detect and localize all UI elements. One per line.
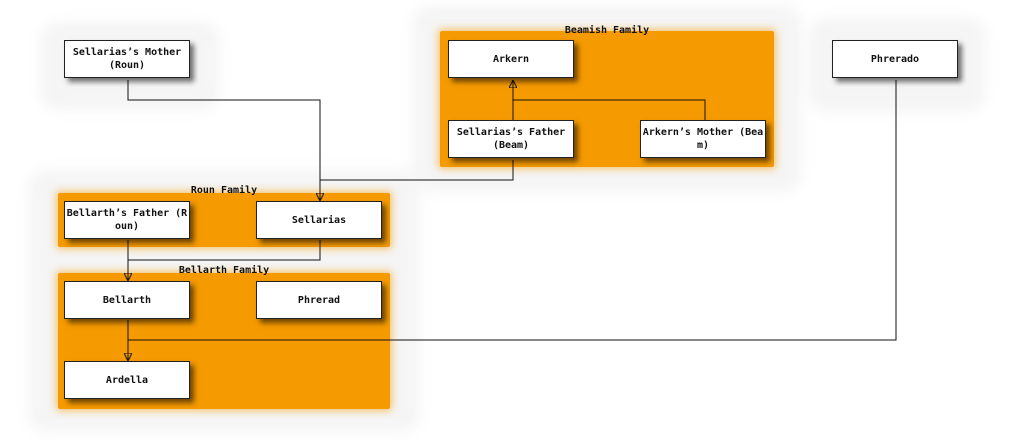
group-label-bellarth: Bellarth Family: [178, 265, 270, 276]
person-label: Phrerado: [870, 53, 920, 65]
person-sellarias[interactable]: Sellarias: [256, 201, 382, 239]
person-label: Arkern’s Mother (Beam): [642, 127, 764, 151]
person-label: Bellarth’s Father (Roun): [66, 208, 188, 232]
person-label: Ardella: [105, 374, 149, 386]
person-phrerado[interactable]: Phrerado: [832, 40, 958, 78]
person-arkern[interactable]: Arkern: [448, 40, 574, 78]
person-label: Sellarias: [291, 214, 347, 226]
group-label-beamish: Beamish Family: [564, 25, 650, 36]
edge-phrerado-to-ardella: [128, 80, 897, 341]
edge-arkern-mother-to-arkern: [513, 99, 706, 120]
person-sellarias-father[interactable]: Sellarias’s Father (Beam): [448, 120, 574, 158]
person-arkern-mother[interactable]: Arkern’s Mother (Beam): [640, 120, 766, 158]
edge-sellarias-father-to-sellarias: [320, 160, 514, 181]
group-label-roun: Roun Family: [190, 185, 258, 196]
person-label: Sellarias’s Father (Beam): [456, 127, 566, 151]
person-label: Bellarth: [102, 294, 152, 306]
person-label: Phrerad: [297, 294, 341, 306]
person-phrerad[interactable]: Phrerad: [256, 281, 382, 319]
person-label: Arkern: [492, 53, 530, 65]
person-ardella[interactable]: Ardella: [64, 361, 190, 399]
person-bellarth-father[interactable]: Bellarth’s Father (Roun): [64, 201, 190, 239]
person-label: Sellarias’s Mother (Roun): [72, 47, 182, 71]
person-bellarth[interactable]: Bellarth: [64, 281, 190, 319]
person-sellarias-mother[interactable]: Sellarias’s Mother (Roun): [64, 40, 190, 78]
edge-sellarias-mother-to-sellarias: [127, 80, 320, 200]
edge-sellarias-to-bellarth: [128, 240, 321, 261]
